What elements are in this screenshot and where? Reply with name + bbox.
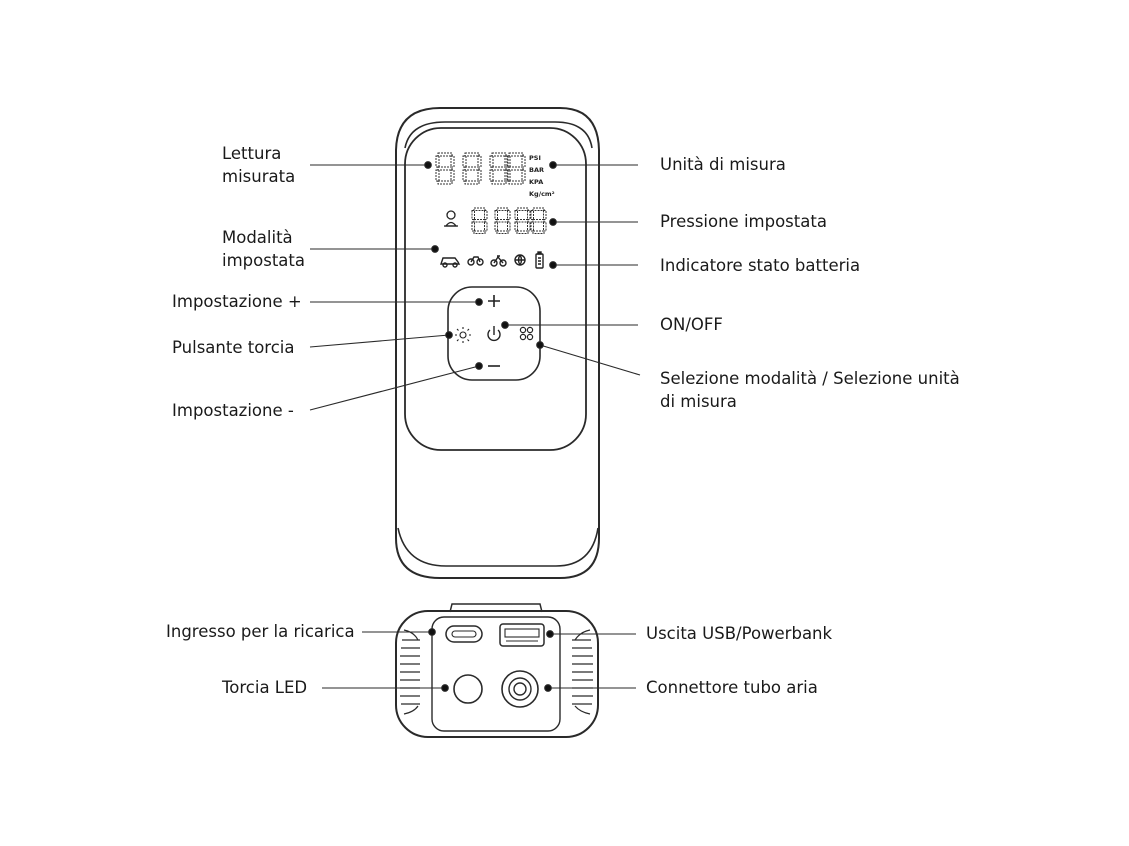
pressure-icon	[444, 210, 458, 227]
label-modalita-line1: Modalità	[222, 228, 293, 247]
label-selezione-line1: Selezione modalità / Selezione unità	[660, 369, 960, 388]
device-bottom	[395, 603, 599, 738]
label-pressione-impostata: Pressione impostata	[660, 212, 827, 231]
bottom-body-outline	[395, 610, 599, 738]
motorcycle-icon	[467, 256, 484, 266]
device-body-outline	[395, 107, 600, 579]
mode-button[interactable]	[519, 326, 534, 341]
air-connector[interactable]	[501, 670, 539, 708]
label-lettura-line2: misurata	[222, 167, 296, 186]
unit-kgcm: Kg/cm²	[529, 190, 555, 198]
right-vent	[572, 629, 593, 715]
unit-psi: PSI	[529, 154, 541, 162]
mode-icon	[519, 326, 534, 341]
measured-digits	[435, 152, 526, 185]
set-pressure-digits	[471, 207, 547, 234]
display-panel	[404, 127, 587, 451]
label-modalita-impostata: Modalità impostata	[222, 226, 305, 272]
power-button[interactable]	[487, 326, 501, 342]
label-selezione: Selezione modalità / Selezione unità di …	[660, 367, 960, 413]
led-torch	[453, 674, 483, 704]
left-vent	[400, 629, 420, 715]
air-connector-core	[513, 682, 527, 696]
plus-button[interactable]	[488, 295, 500, 307]
unit-list: PSI BAR KPA Kg/cm²	[529, 154, 555, 198]
device-top-bevel	[404, 121, 593, 149]
usb-c-port[interactable]	[445, 625, 483, 643]
label-impostazione-plus: Impostazione +	[172, 292, 302, 311]
bicycle-icon	[490, 255, 507, 267]
battery-icon	[535, 251, 544, 269]
torch-button[interactable]	[455, 327, 471, 343]
label-impostazione-minus: Impostazione -	[172, 401, 294, 420]
label-torcia-led: Torcia LED	[222, 678, 308, 697]
device-bottom-bevel	[397, 527, 599, 567]
label-pulsante-torcia: Pulsante torcia	[172, 338, 295, 357]
usb-c-inner	[451, 630, 477, 638]
label-onoff: ON/OFF	[660, 315, 723, 334]
label-selezione-line2: di misura	[660, 392, 737, 411]
bottom-inner-panel	[431, 616, 561, 732]
car-icon	[440, 257, 461, 268]
usb-a-inner	[504, 628, 540, 638]
label-uscita-usb: Uscita USB/Powerbank	[646, 624, 833, 643]
label-lettura-misurata: Lettura misurata	[222, 142, 295, 188]
label-unita-di-misura: Unità di misura	[660, 155, 786, 174]
usb-a-port[interactable]	[499, 623, 545, 647]
power-icon	[487, 326, 501, 342]
unit-kpa: KPA	[529, 178, 543, 186]
bottom-top-tab	[449, 603, 543, 613]
plus-icon	[488, 295, 500, 307]
label-ingresso-ricarica: Ingresso per la ricarica	[166, 622, 355, 641]
ball-icon	[514, 254, 526, 266]
device-front	[395, 107, 600, 579]
label-modalita-line2: impostata	[222, 251, 305, 270]
label-lettura-line1: Lettura	[222, 144, 282, 163]
label-indicatore-batteria: Indicatore stato batteria	[660, 256, 861, 275]
unit-bar: BAR	[529, 166, 544, 174]
mode-icons	[440, 251, 544, 269]
bottom-callouts	[322, 628, 636, 692]
label-connettore-aria: Connettore tubo aria	[646, 678, 818, 697]
air-connector-ring	[508, 677, 532, 701]
front-callouts	[309, 161, 641, 411]
sun-icon	[455, 327, 471, 343]
